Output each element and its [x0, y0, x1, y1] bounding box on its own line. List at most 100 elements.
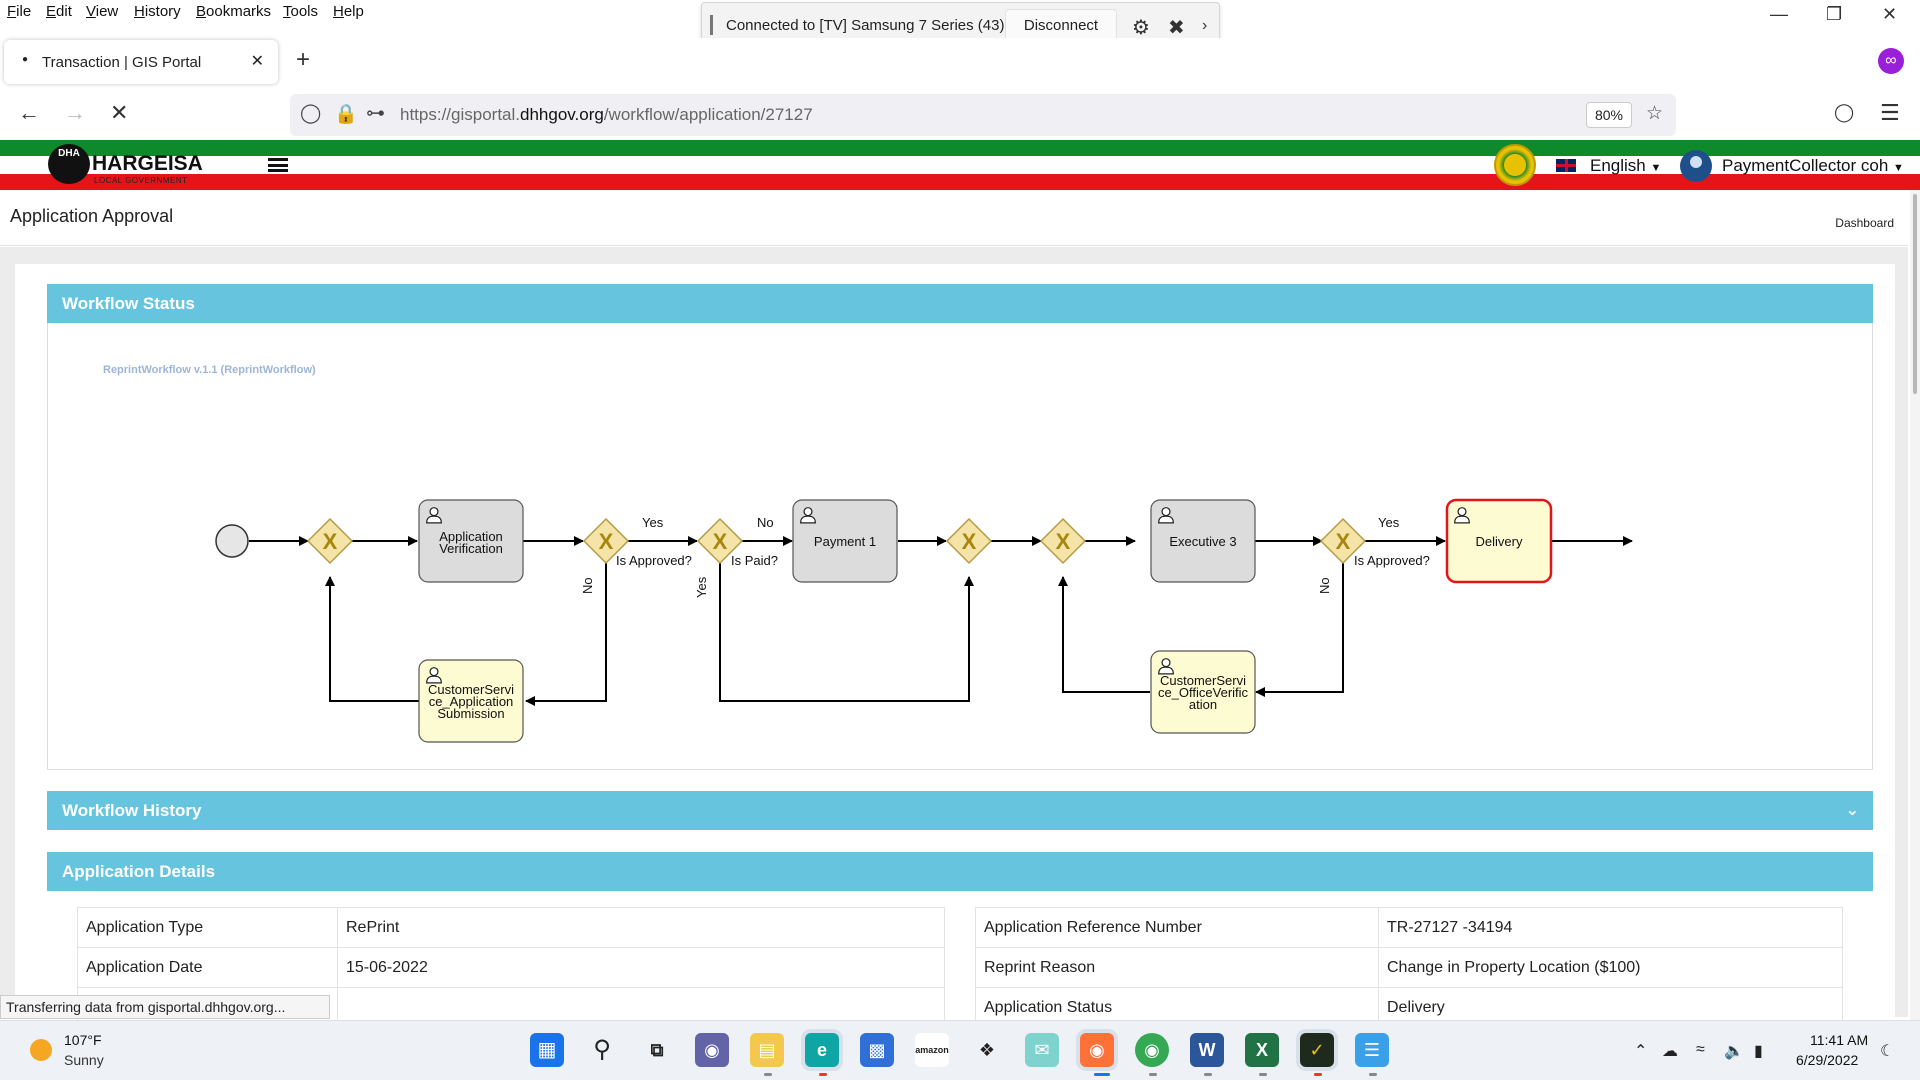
field-value: RePrint — [337, 907, 945, 948]
edge-browser-icon[interactable]: e — [805, 1033, 839, 1067]
start-windows-icon[interactable]: ▦ — [530, 1033, 564, 1067]
running-indicator — [764, 1073, 772, 1076]
stop-loading-icon[interactable]: ✕ — [110, 100, 129, 125]
user-avatar[interactable] — [1680, 150, 1712, 182]
logo-mark: DHA — [48, 144, 90, 184]
menu-help[interactable]: Help — [333, 3, 364, 20]
sun-weather-icon[interactable] — [30, 1039, 52, 1061]
workflow-status-header[interactable]: Workflow Status — [47, 284, 1873, 323]
key-icon[interactable]: ⊶ — [366, 103, 385, 124]
wifi-icon[interactable]: ≈ — [1696, 1041, 1705, 1058]
restore-icon[interactable]: ❐ — [1826, 4, 1843, 24]
word-icon[interactable]: W — [1190, 1033, 1224, 1067]
clock-date[interactable]: 6/29/2022 — [1796, 1052, 1859, 1068]
logo-subtitle: LOCAL GOVERNMENT — [94, 176, 188, 185]
menu-bookmarks[interactable]: Bookmarks — [196, 3, 272, 20]
volume-icon[interactable]: 🔈 — [1724, 1043, 1744, 1060]
workflow-name: ReprintWorkflow v.1.1 (ReprintWorkflow) — [103, 364, 316, 376]
dropbox-icon[interactable]: ❖ — [978, 1040, 996, 1060]
logo-name: HARGEISA — [92, 152, 203, 175]
site-header: DHA HARGEISA LOCAL GOVERNMENT English ▼ … — [0, 140, 1920, 190]
running-indicator — [1314, 1073, 1322, 1076]
user-name-label: PaymentCollector coh — [1722, 156, 1889, 175]
notifications-icon[interactable]: ☾ — [1880, 1043, 1895, 1060]
tab-close-icon[interactable]: ✕ — [250, 53, 264, 70]
weather-condition[interactable]: Sunny — [64, 1052, 104, 1068]
running-indicator — [1094, 1073, 1110, 1076]
running-indicator — [1149, 1073, 1157, 1076]
search-icon[interactable]: ⚲ — [593, 1036, 611, 1063]
hargeisa-logo[interactable]: DHA HARGEISA LOCAL GOVERNMENT — [48, 144, 208, 185]
language-selector[interactable]: English ▼ — [1556, 156, 1661, 176]
bookmark-star-icon[interactable]: ☆ — [1646, 103, 1664, 124]
task-view-icon[interactable]: ⧉ — [650, 1040, 664, 1060]
mail-icon[interactable]: ✉ — [1025, 1033, 1059, 1067]
chevron-down-icon[interactable]: ⌄ — [1845, 802, 1859, 819]
drag-handle-icon[interactable] — [710, 15, 713, 35]
running-indicator — [819, 1073, 827, 1076]
excel-icon[interactable]: X — [1245, 1033, 1279, 1067]
user-menu[interactable]: PaymentCollector coh ▼ — [1722, 156, 1904, 176]
remote-connection-status: Connected to [TV] Samsung 7 Series (43) — [726, 17, 1005, 34]
page-title-bar: Application Approval Dashboard — [0, 196, 1908, 246]
store-icon[interactable]: ▩ — [860, 1033, 894, 1067]
windows-taskbar: 107°F Sunny ▦ ⚲ ⧉ ◉ ▤ e ▩ amazon ❖ ✉ ◉ ◉… — [0, 1020, 1920, 1080]
flag-stripe-red — [0, 174, 1920, 190]
file-explorer-icon[interactable]: ▤ — [750, 1033, 784, 1067]
disconnect-button[interactable]: Disconnect — [1005, 9, 1117, 43]
details-table-right: Application Reference Number TR-27127 -3… — [975, 907, 1843, 1028]
field-value: Change in Property Location ($100) — [1378, 947, 1843, 988]
menu-view[interactable]: View — [86, 3, 119, 20]
running-indicator — [1259, 1073, 1267, 1076]
browser-tab[interactable]: ● Transaction | GIS Portal ✕ — [4, 40, 278, 84]
pocket-icon[interactable]: ◯ — [1834, 102, 1855, 122]
address-bar[interactable]: ◯ 🔒 ⊶ https://gisportal.dhhgov.org/workf… — [290, 94, 1676, 136]
forward-arrow-icon[interactable]: → — [64, 100, 86, 125]
back-arrow-icon[interactable]: ← — [18, 100, 40, 125]
norton-icon[interactable]: ✓ — [1300, 1033, 1334, 1067]
tab-strip: ● Transaction | GIS Portal ✕ + ∞ — [0, 38, 1920, 86]
notepad-icon[interactable]: ☰ — [1355, 1033, 1389, 1067]
clock-time[interactable]: 11:41 AM — [1810, 1032, 1869, 1048]
lock-icon[interactable]: 🔒 — [334, 104, 358, 125]
extension-icon[interactable]: ∞ — [1878, 48, 1904, 74]
scrollbar-thumb[interactable] — [1913, 194, 1917, 394]
menu-history[interactable]: History — [134, 3, 181, 20]
browser-status-bar: Transferring data from gisportal.dhhgov.… — [0, 995, 330, 1019]
zoom-level-badge[interactable]: 80% — [1586, 102, 1632, 128]
language-label: English — [1590, 156, 1646, 175]
amazon-icon[interactable]: amazon — [915, 1033, 949, 1067]
url-text[interactable]: https://gisportal.dhhgov.org/workflow/ap… — [400, 105, 813, 124]
chevron-right-icon[interactable]: › — [1202, 17, 1208, 34]
table-row: Application Reference Number TR-27127 -3… — [975, 907, 1843, 948]
menu-edit[interactable]: Edit — [46, 3, 72, 20]
application-details-title: Application Details — [62, 862, 216, 881]
minimize-icon[interactable]: — — [1770, 4, 1788, 24]
onedrive-cloud-icon[interactable]: ☁ — [1662, 1043, 1678, 1060]
unpin-icon[interactable]: ✖ — [1168, 17, 1185, 39]
shield-icon[interactable]: ◯ — [300, 103, 322, 124]
application-details-header[interactable]: Application Details — [47, 852, 1873, 891]
breadcrumb-dashboard[interactable]: Dashboard — [1835, 216, 1894, 230]
firefox-icon[interactable]: ◉ — [1080, 1033, 1114, 1067]
uk-flag-icon — [1556, 159, 1576, 172]
government-emblem-icon — [1494, 144, 1536, 186]
weather-temperature[interactable]: 107°F — [64, 1032, 102, 1048]
new-tab-icon[interactable]: + — [296, 46, 311, 73]
page-scrollbar[interactable] — [1910, 190, 1920, 1020]
table-row: Application Type RePrint — [77, 907, 945, 948]
menu-tools[interactable]: Tools — [283, 3, 319, 20]
close-window-icon[interactable]: ✕ — [1882, 4, 1898, 24]
workflow-status-title: Workflow Status — [62, 294, 195, 313]
battery-icon[interactable]: ▮ — [1754, 1043, 1763, 1060]
workflow-history-header[interactable]: Workflow History⌄ — [47, 791, 1873, 830]
table-row: Reprint Reason Change in Property Locati… — [975, 947, 1843, 988]
settings-gear-icon[interactable]: ⚙ — [1132, 17, 1150, 39]
show-hidden-icons-chevron-icon[interactable]: ⌃ — [1634, 1043, 1648, 1060]
sidebar-toggle-icon[interactable] — [268, 158, 288, 172]
app-menu-icon[interactable]: ☰ — [1880, 100, 1900, 125]
field-label: Reprint Reason — [975, 947, 1379, 988]
teams-chat-icon[interactable]: ◉ — [695, 1033, 729, 1067]
menu-file[interactable]: File — [7, 3, 32, 20]
chrome-icon[interactable]: ◉ — [1135, 1033, 1169, 1067]
